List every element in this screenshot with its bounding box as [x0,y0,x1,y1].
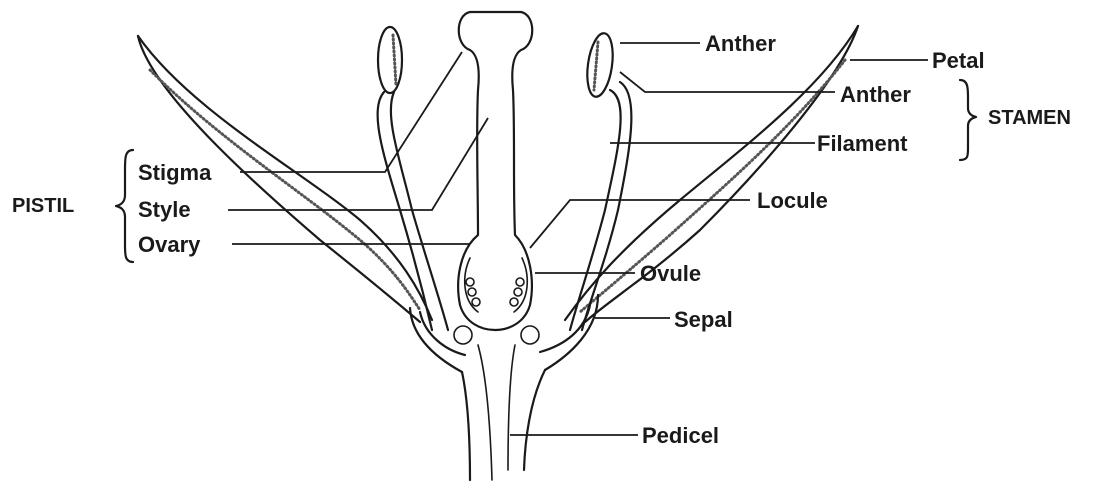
label-style: Style [138,197,191,222]
label-filament: Filament [817,131,908,156]
label-locule: Locule [757,188,828,213]
label-sepal: Sepal [674,307,733,332]
petal-right [565,26,858,322]
pistil [458,12,532,330]
label-stamen: STAMEN [988,107,1071,129]
sepals [410,295,598,372]
anther-left [378,27,402,93]
ovules [466,278,524,306]
label-ovule: Ovule [640,261,701,286]
anther-right [584,32,617,99]
label-anther-top: Anther [705,31,776,56]
pedicel [462,345,545,480]
label-anther: Anther [840,82,911,107]
label-petal: Petal [932,48,985,73]
label-pedicel: Pedicel [642,423,719,448]
label-pistil: PISTIL [12,195,74,217]
stamen-brace [960,80,976,160]
label-stigma: Stigma [138,160,212,185]
leader-lines [228,43,928,435]
label-ovary: Ovary [138,232,201,257]
pistil-brace [116,150,133,262]
